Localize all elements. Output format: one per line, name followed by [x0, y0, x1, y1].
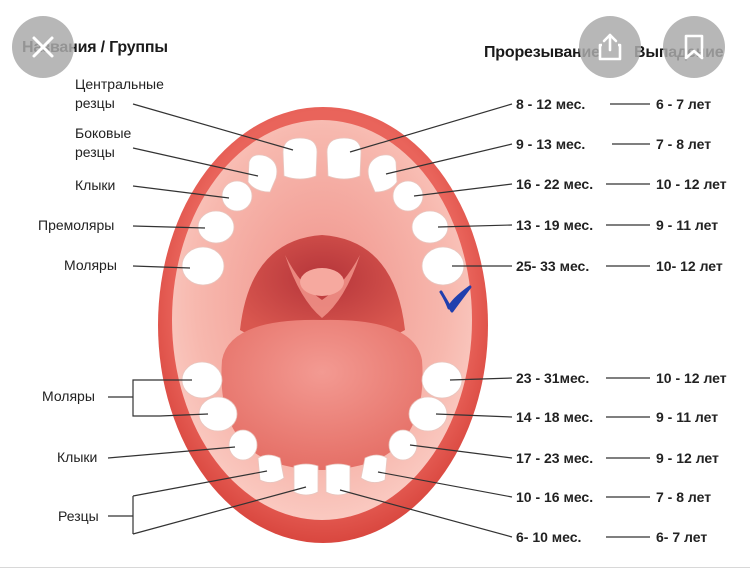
upper-central-incisor-left: [283, 138, 317, 179]
bookmark-button[interactable]: [663, 16, 725, 78]
upper-eruption-3: 13 - 19 мес.: [516, 217, 593, 233]
lower-canine-left: [229, 430, 257, 460]
upper-eruption-0: 8 - 12 мес.: [516, 96, 585, 112]
close-icon: [30, 34, 56, 60]
lower-loss-1: 9 - 11 лет: [656, 409, 718, 425]
label-lower-canines: Клыки: [57, 448, 97, 467]
upper-loss-4: 10- 12 лет: [656, 258, 723, 274]
lower-eruption-0: 23 - 31мес.: [516, 370, 589, 386]
lower-eruption-2: 17 - 23 мес.: [516, 450, 593, 466]
label-lateral-incisors: Боковые резцы: [75, 124, 131, 162]
upper-loss-0: 6 - 7 лет: [656, 96, 711, 112]
lower-loss-3: 7 - 8 лет: [656, 489, 711, 505]
share-button[interactable]: [579, 16, 641, 78]
lower-central-incisor-left: [294, 464, 318, 495]
close-button[interactable]: [12, 16, 74, 78]
upper-canine-left: [222, 181, 252, 211]
label-premolars: Премоляры: [38, 216, 114, 235]
bookmark-icon: [683, 33, 705, 61]
upper-lateral-incisor-left: [248, 155, 277, 192]
upper-molar-left: [182, 247, 224, 285]
upper-central-incisor-right: [327, 138, 361, 179]
lower-loss-2: 9 - 12 лет: [656, 450, 719, 466]
bottom-divider: [0, 567, 750, 568]
upper-loss-3: 9 - 11 лет: [656, 217, 718, 233]
upper-loss-1: 7 - 8 лет: [656, 136, 711, 152]
lower-central-incisor-right: [326, 464, 350, 495]
share-icon: [596, 32, 624, 62]
lower-lateral-incisor-right: [361, 455, 387, 483]
upper-premolar-left: [198, 211, 234, 243]
upper-loss-2: 10 - 12 лет: [656, 176, 727, 192]
lower-loss-4: 6- 7 лет: [656, 529, 707, 545]
label-upper-canines: Клыки: [75, 176, 115, 195]
value-separators: [606, 104, 650, 537]
upper-eruption-4: 25- 33 мес.: [516, 258, 589, 274]
upper-eruption-1: 9 - 13 мес.: [516, 136, 585, 152]
lower-loss-0: 10 - 12 лет: [656, 370, 727, 386]
label-upper-molars: Моляры: [64, 256, 117, 275]
label-lower-incisors: Резцы: [58, 507, 99, 526]
lower-eruption-1: 14 - 18 мес.: [516, 409, 593, 425]
lower-eruption-3: 10 - 16 мес.: [516, 489, 593, 505]
upper-eruption-2: 16 - 22 мес.: [516, 176, 593, 192]
upper-lateral-incisor-right: [368, 155, 397, 192]
lower-lateral-incisor-left: [258, 455, 284, 483]
label-lower-molars: Моляры: [42, 387, 95, 406]
label-central-incisors: Центральные резцы: [75, 75, 164, 113]
lower-eruption-4: 6- 10 мес.: [516, 529, 581, 545]
